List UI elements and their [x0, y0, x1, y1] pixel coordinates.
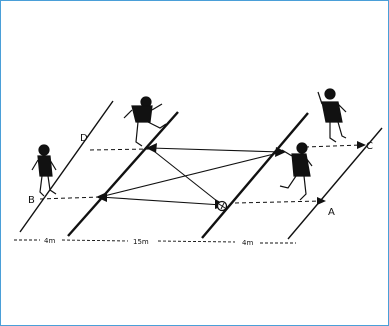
dim-right-label: 4m: [242, 239, 253, 247]
player-top-right: [318, 89, 346, 142]
arrowhead-right-side: [317, 197, 326, 205]
run-line-c: [305, 145, 362, 147]
label-c: C: [366, 141, 373, 152]
inner-left-line: [68, 112, 178, 236]
pass-line-diag-down: [150, 148, 222, 205]
run-line-d: [90, 149, 150, 150]
dim-left-label: 4m: [44, 237, 55, 245]
player-left: [32, 145, 56, 196]
label-a: A: [328, 207, 335, 218]
ball: [218, 202, 227, 211]
inner-right-line: [202, 113, 308, 238]
run-lines: [40, 145, 362, 203]
label-b: B: [28, 195, 35, 206]
label-d: D: [80, 133, 88, 144]
arrowheads: [96, 141, 366, 209]
player-center-right: [280, 143, 312, 200]
pass-line-bottom: [100, 197, 222, 205]
run-line-b: [40, 197, 100, 199]
arrowhead-bottom-left: [96, 192, 107, 202]
pass-line-top: [150, 148, 282, 152]
dimension-line: [14, 240, 296, 243]
player-top-left: [124, 97, 166, 146]
run-line-a: [235, 201, 322, 203]
dim-middle-label: 15m: [133, 238, 149, 246]
